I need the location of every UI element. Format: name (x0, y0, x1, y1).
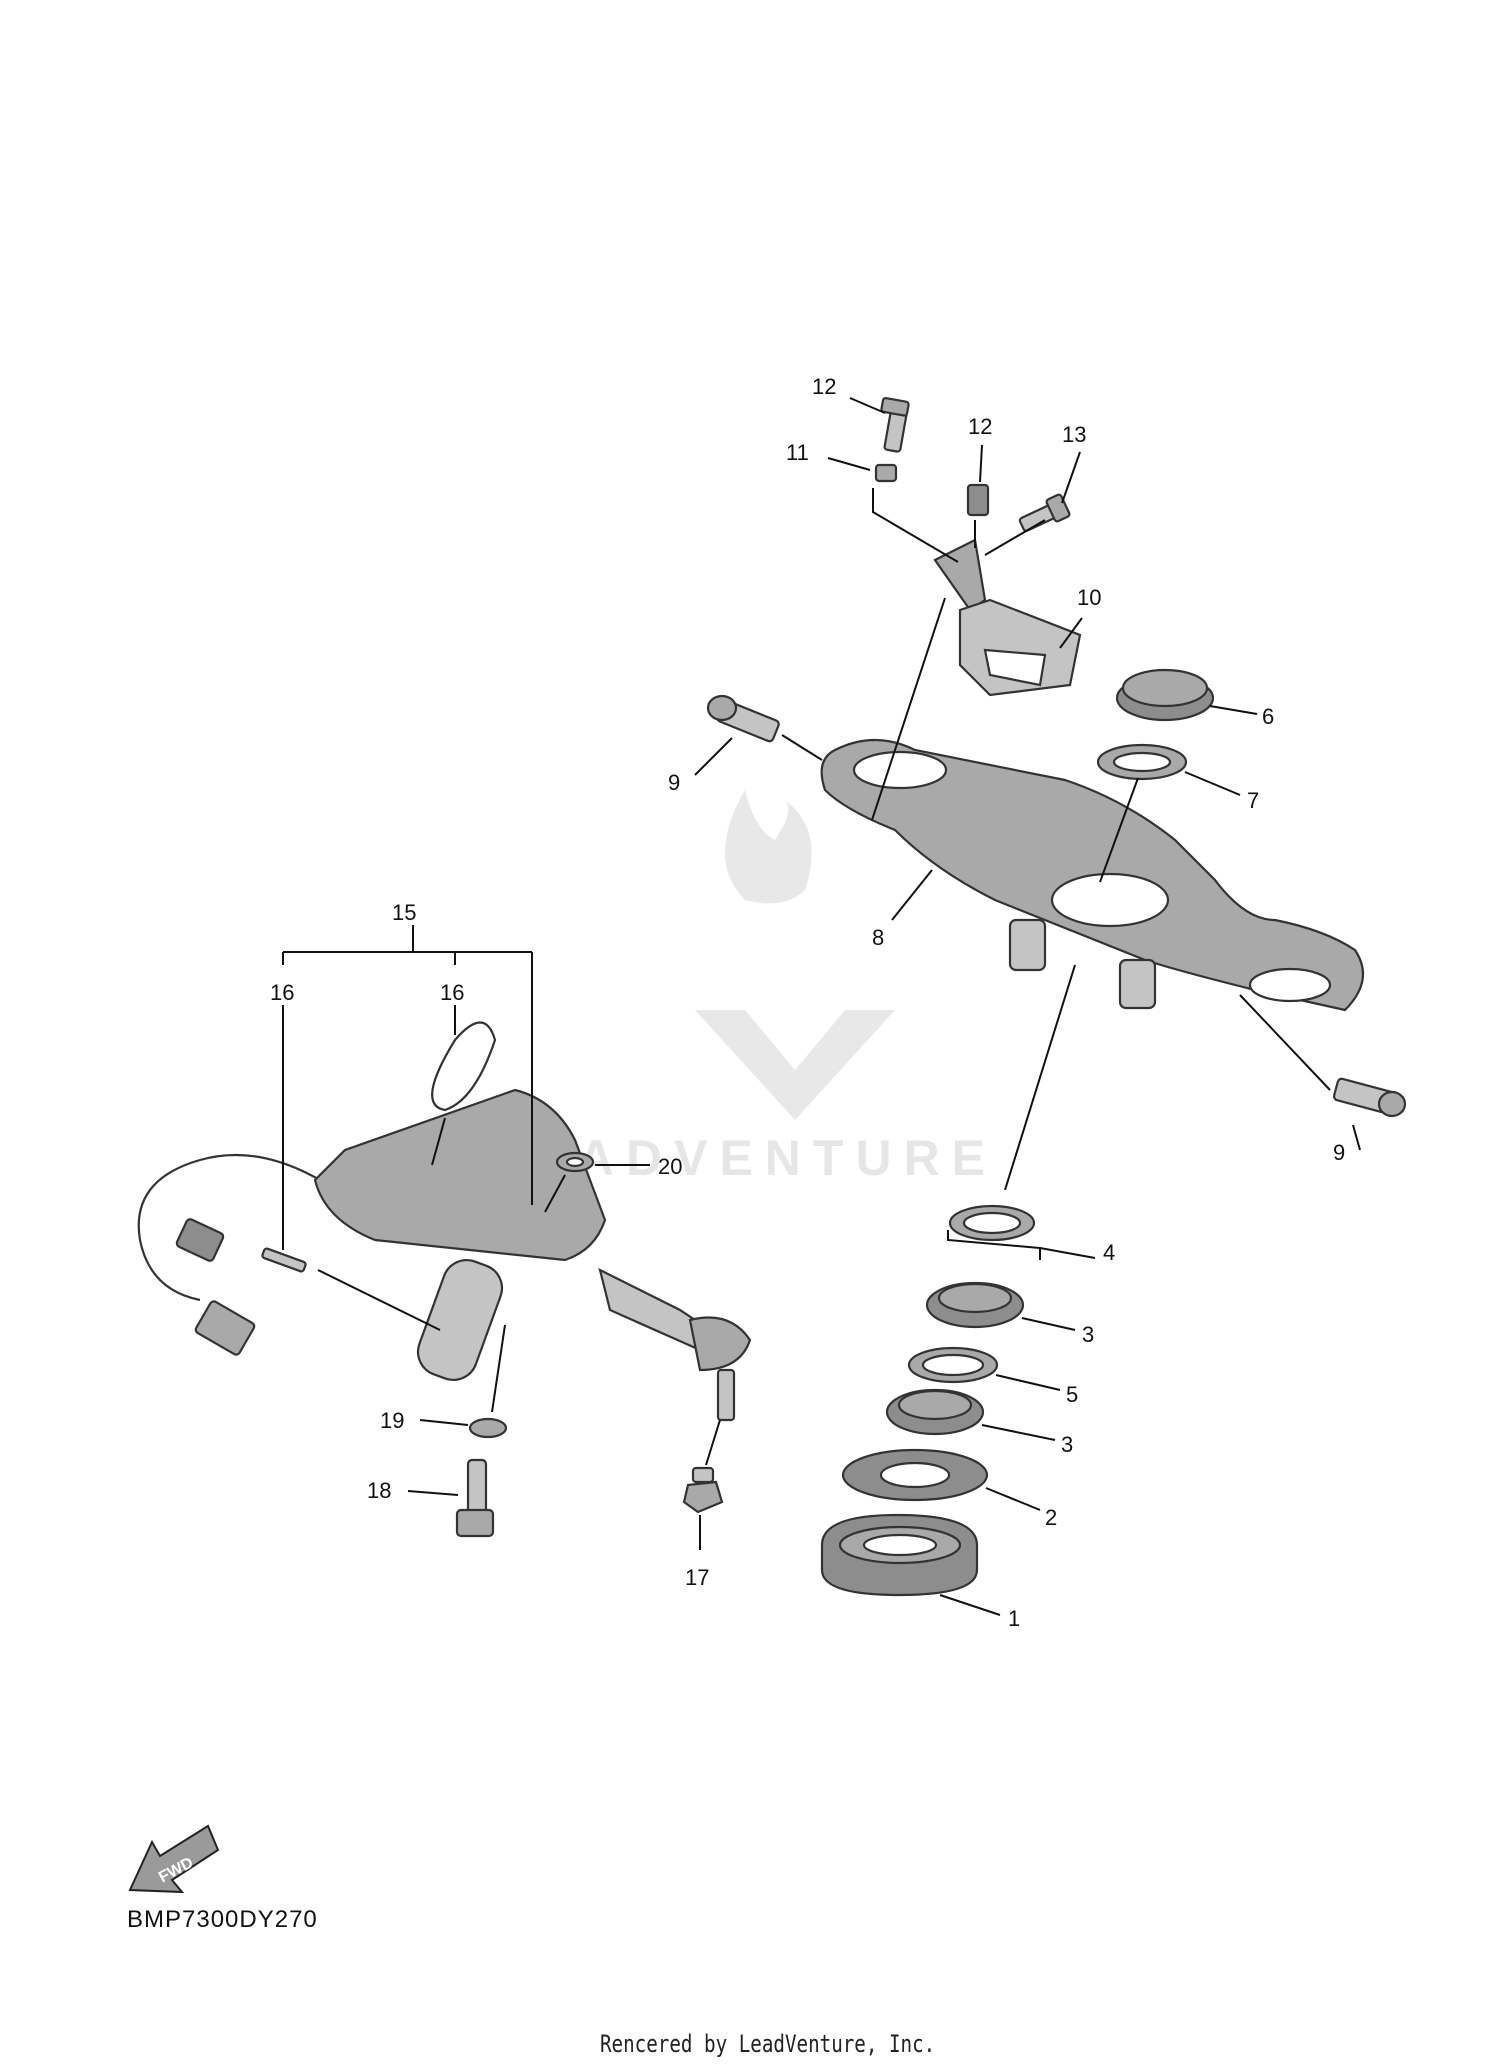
callout-7: 7 (1247, 788, 1259, 813)
part-14-bolt (880, 397, 910, 453)
callout-19: 19 (380, 1408, 404, 1433)
part-16-pin (261, 1247, 307, 1273)
part-7-washer (1096, 743, 1188, 781)
part-16-band (431, 1021, 497, 1112)
part-18-bolt (455, 1458, 495, 1538)
part-9-bolt-lower (1332, 1077, 1407, 1118)
part-5-seal (907, 1346, 999, 1384)
callout-9-upper: 9 (668, 770, 680, 795)
callout-6: 6 (1262, 704, 1274, 729)
part-2-plate (841, 1448, 989, 1502)
callout-16-right: 16 (440, 980, 464, 1005)
callout-labels: 12 11 12 13 10 6 7 9 8 9 4 3 5 3 2 1 15 … (270, 374, 1345, 1631)
callout-16-left: 16 (270, 980, 294, 1005)
callout-12: 12 (968, 414, 992, 439)
callout-4: 4 (1103, 1240, 1115, 1265)
part-1-cover (820, 1513, 979, 1597)
part-13-screw (1018, 493, 1071, 532)
leader-lines (282, 397, 1361, 1616)
callout-17: 17 (685, 1565, 709, 1590)
callout-18: 18 (367, 1478, 391, 1503)
callout-3-upper: 3 (1082, 1322, 1094, 1347)
part-3-bearing-upper (925, 1281, 1025, 1329)
part-20-washer (555, 1151, 595, 1173)
callout-3-lower: 3 (1061, 1432, 1073, 1457)
diagram-code: BMP7300DY270 (127, 1906, 318, 1933)
part-3-bearing-lower (885, 1388, 985, 1436)
part-15-wire-harness (137, 1153, 351, 1356)
callout-9-lower: 9 (1333, 1140, 1345, 1165)
part-6-ring-nut (1115, 668, 1215, 722)
callout-14: 12 (812, 374, 836, 399)
callout-2: 2 (1045, 1505, 1057, 1530)
fwd-arrow-icon: FWD (128, 1824, 220, 1894)
part-10-bracket (933, 538, 1082, 697)
part-9-bolt-upper (706, 694, 780, 743)
callout-13: 13 (1062, 422, 1086, 447)
callout-20: 20 (658, 1154, 682, 1179)
callout-1: 1 (1008, 1606, 1020, 1631)
callout-15: 15 (392, 900, 416, 925)
part-4-washer (948, 1204, 1036, 1242)
part-17-nut (682, 1466, 724, 1514)
callout-10: 10 (1077, 585, 1101, 610)
callout-5: 5 (1066, 1382, 1078, 1407)
part-12-clip (966, 483, 990, 517)
callout-11: 11 (786, 440, 809, 465)
credit-line: Rencered by LeadVenture, Inc. (600, 2030, 936, 2058)
part-19-collar (468, 1417, 508, 1439)
part-11-nut (874, 463, 898, 483)
part-8-triple-clamp (820, 738, 1365, 1012)
callout-8: 8 (872, 925, 884, 950)
